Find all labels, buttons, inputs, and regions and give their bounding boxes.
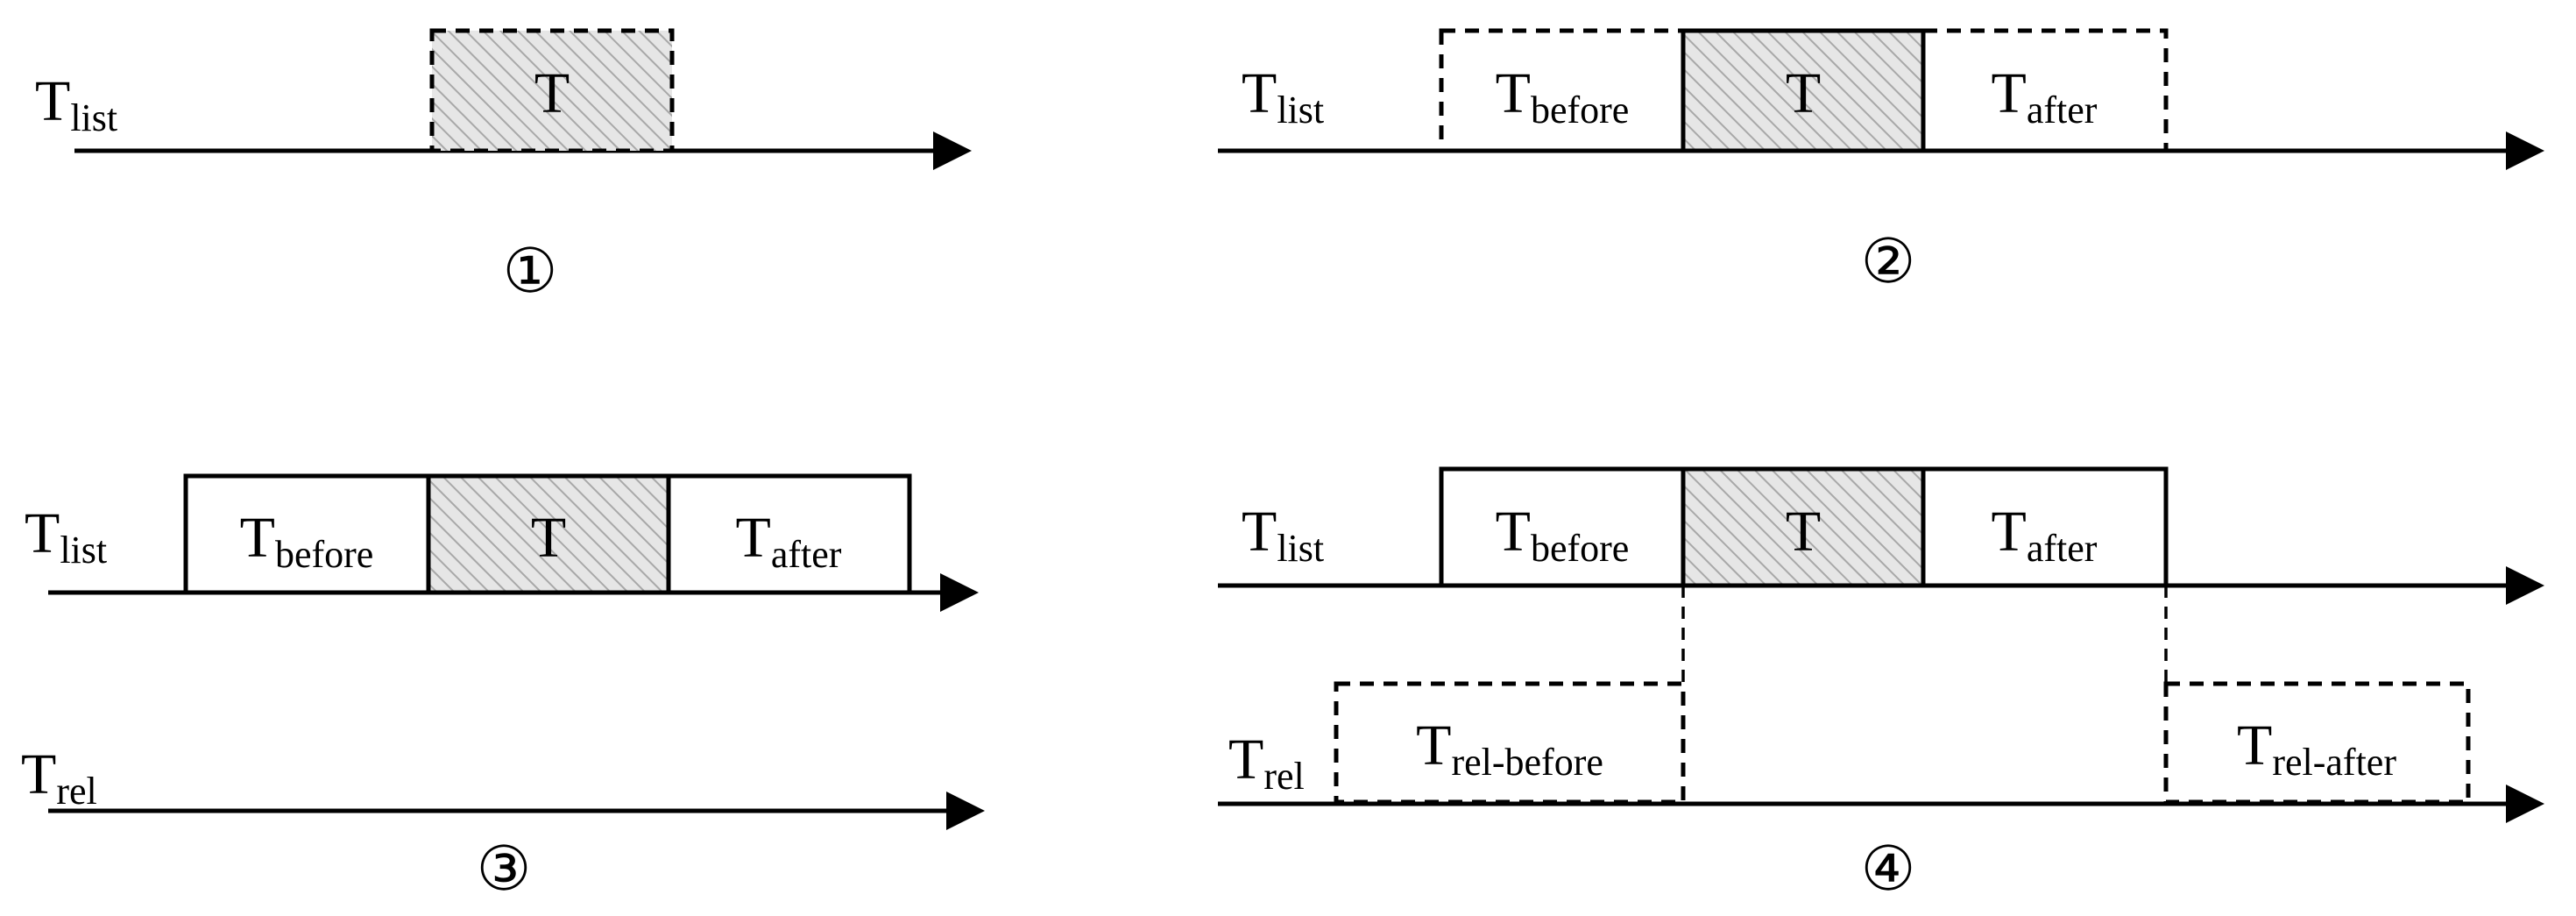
target-label-p2: T — [1786, 61, 1821, 125]
panel-number-3: ③ — [477, 833, 532, 905]
after-label-p4: Tafter — [1992, 500, 2098, 570]
target-interval-fill-p3 — [428, 476, 669, 593]
after-label-p2: Tafter — [1992, 61, 2098, 131]
tlist-label-p3: Tlist — [25, 501, 107, 572]
trel-label-p3: Trel — [21, 742, 97, 813]
interval-outline-p3 — [183, 473, 912, 595]
interval-outline-p4 — [1439, 466, 2169, 588]
after-label-p3: Tafter — [736, 506, 842, 576]
target-interval-box-p1 — [429, 28, 675, 153]
before-interval-box-p2 — [1439, 28, 1686, 153]
panel-3: Tlist Tbefore T Tafter Trel ③ — [21, 473, 985, 905]
target-interval-fill-p2 — [1683, 31, 1923, 151]
panel-number-1: ① — [503, 235, 558, 307]
panel-number-2: ② — [1861, 225, 1916, 297]
target-interval-fill-p4 — [1683, 469, 1923, 586]
before-label-p3: Tbefore — [240, 506, 374, 576]
target-label-p1: T — [534, 61, 570, 125]
target-label-p3: T — [531, 506, 566, 570]
trel-label-p4: Trel — [1228, 728, 1305, 798]
target-label-p4: T — [1786, 500, 1821, 564]
panel-4: Tlist Tbefore T Tafter Trel-before Trel-… — [1218, 466, 2544, 905]
before-label-p4: Tbefore — [1496, 500, 1630, 570]
after-interval-box-p2 — [1921, 28, 2169, 153]
tlist-label-p1: Tlist — [35, 69, 117, 139]
panel-2: Tlist Tbefore T Tafter ② — [1218, 28, 2544, 297]
panel-1: Tlist T ① — [35, 28, 972, 307]
rel-after-label-p4: Trel-after — [2237, 714, 2396, 784]
rel-before-label-p4: Trel-before — [1416, 714, 1603, 784]
panel-number-4: ④ — [1861, 833, 1916, 905]
before-label-p2: Tbefore — [1496, 61, 1630, 131]
target-interval-fill-p1 — [432, 31, 672, 151]
tlist-label-p4: Tlist — [1242, 500, 1324, 570]
tlist-label-p2: Tlist — [1242, 61, 1324, 131]
